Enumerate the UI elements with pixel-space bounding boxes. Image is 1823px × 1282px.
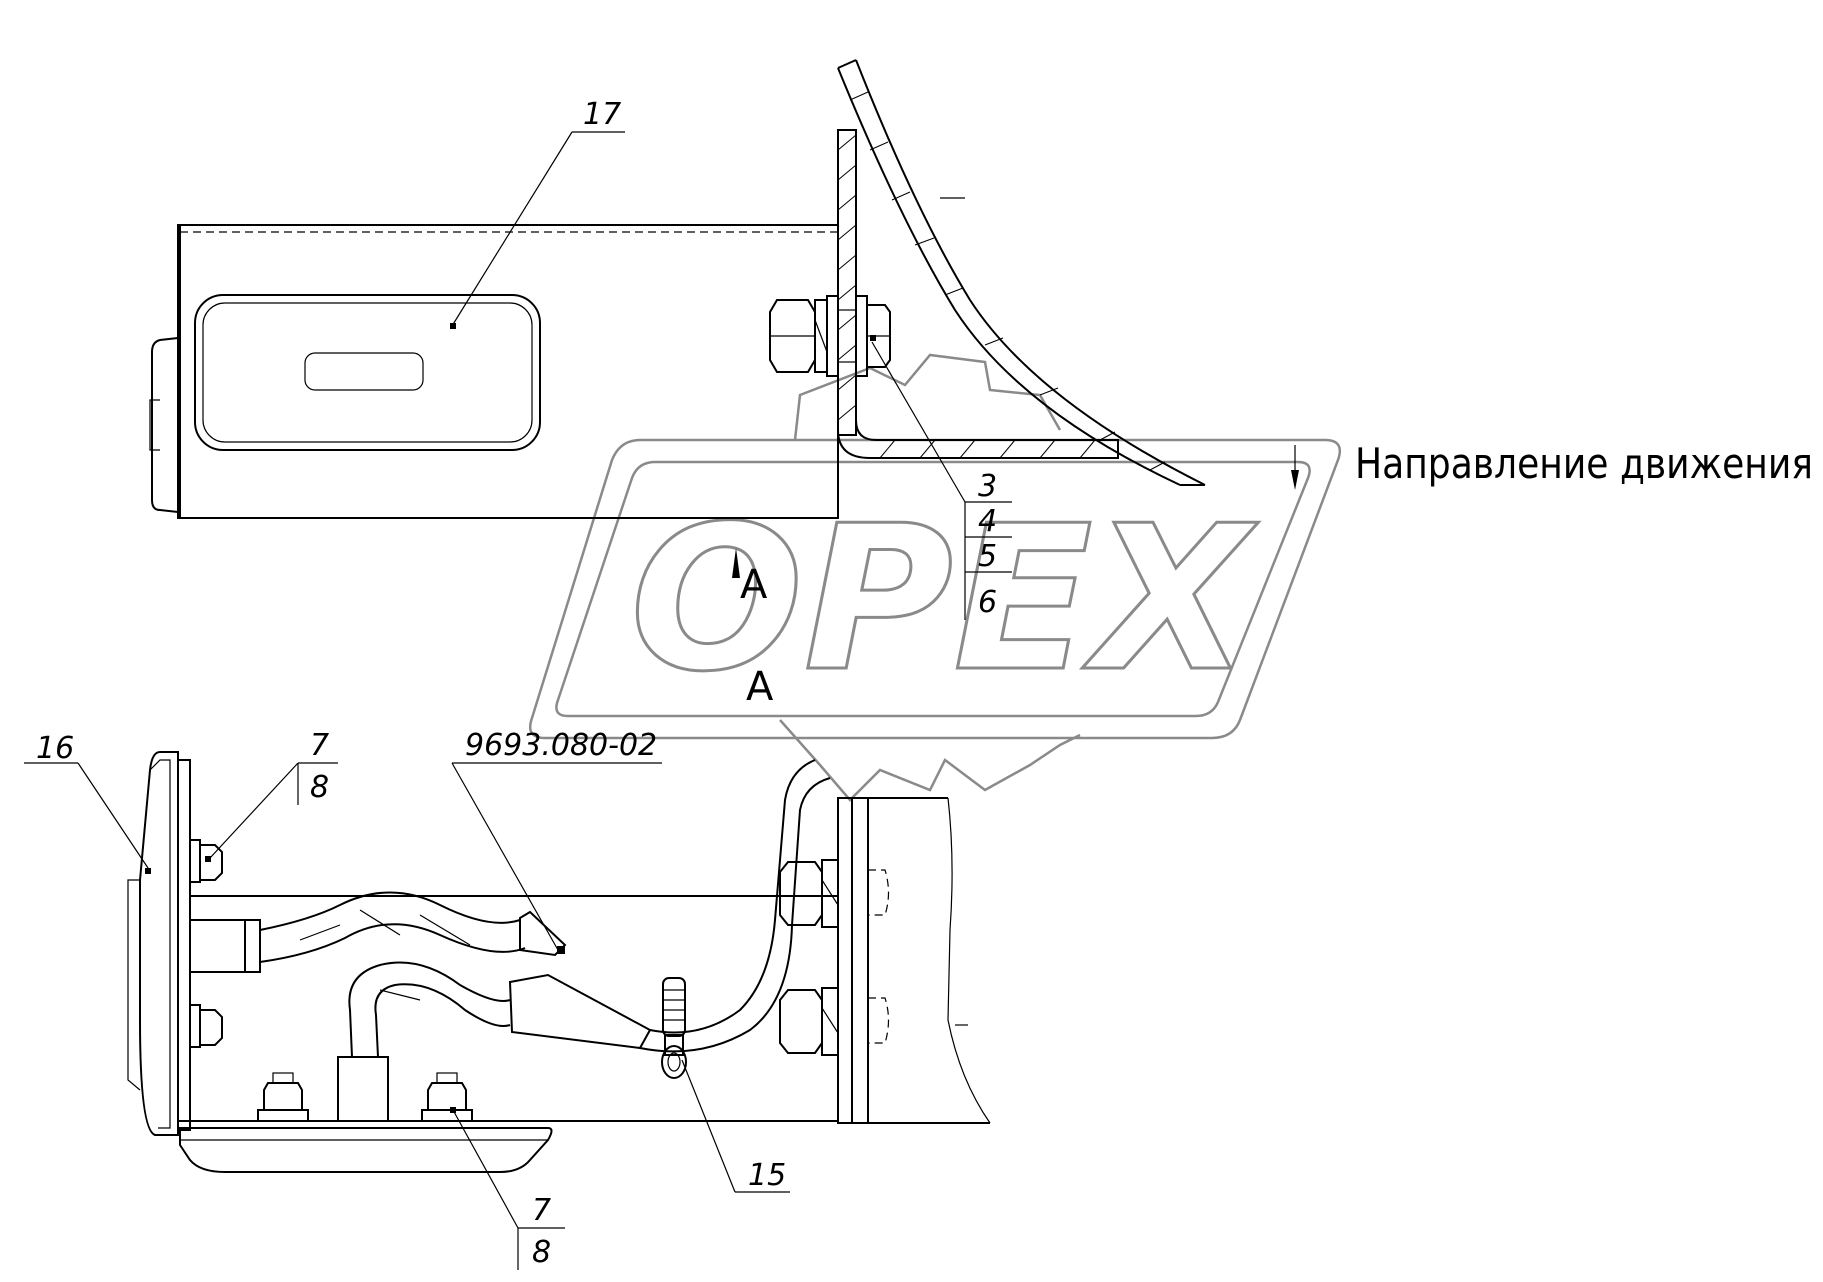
svg-text:3: 3: [978, 469, 997, 504]
watermark-plate-inner: [555, 460, 1311, 718]
callout-16: 16: [24, 731, 149, 869]
top-view: 17 3 4 5 6 Направление движения А А: [149, 59, 1813, 710]
svg-text:5: 5: [978, 539, 997, 574]
plate-bolt-upper: [189, 839, 223, 883]
section-a-marks: А А: [732, 548, 774, 710]
callout-7-8-bottom: 7 8: [452, 1109, 565, 1270]
svg-text:8: 8: [310, 770, 329, 805]
lamp-lower: [179, 1127, 553, 1173]
cable-clamp: [661, 977, 687, 1079]
bracket-angle: [837, 419, 1119, 459]
svg-text:7: 7: [310, 728, 329, 763]
side-bolt-lower: [779, 987, 890, 1056]
bracket-plate-vertical: [837, 129, 857, 436]
callout-7-8-top: 7 8: [209, 728, 338, 859]
watermark-gear: [779, 353, 1081, 802]
bottom-bolt-right: [421, 1072, 473, 1122]
lamp-lens-side: [139, 751, 179, 1136]
callout-cable-part: 9693.080-02: [451, 728, 662, 951]
bolt-assembly-top: [769, 295, 891, 377]
fender-panel: [837, 67, 1181, 486]
side-bolt-upper: [779, 859, 890, 928]
callout-15: 15: [681, 1059, 790, 1193]
bottom-bolt-left: [257, 1072, 309, 1122]
svg-text:А: А: [740, 562, 768, 608]
bottom-connector: [337, 1056, 389, 1122]
callout-stack-3-6: 3 4 5 6: [871, 341, 1012, 620]
callout-17: 17: [451, 97, 625, 327]
mounting-plate-side: [177, 759, 191, 1131]
svg-text:8: 8: [532, 1235, 551, 1270]
watermark-brand-text: OPEX: [630, 483, 1259, 716]
plate-bolt-lower: [189, 1004, 223, 1048]
svg-text:17: 17: [583, 97, 621, 132]
svg-text:6: 6: [978, 585, 997, 620]
svg-text:16: 16: [36, 731, 74, 766]
svg-text:15: 15: [748, 1158, 786, 1193]
bottom-view: 16 7 8 9693.080-02 15 7 8: [24, 728, 991, 1270]
reflector-inner-slot: [304, 352, 424, 391]
direction-label: Направление движения: [1355, 439, 1813, 488]
cable-harness: [259, 759, 831, 1058]
watermark-logo: OPEX: [528, 353, 1342, 802]
reflector-window: [194, 294, 541, 451]
watermark-plate-outer: [528, 438, 1342, 740]
lamp-housing-top: [177, 224, 839, 519]
svg-text:7: 7: [532, 1193, 551, 1228]
svg-text:9693.080-02: 9693.080-02: [465, 728, 657, 763]
svg-text:4: 4: [978, 504, 997, 539]
svg-text:А: А: [746, 664, 774, 710]
direction-indicator: Направление движения: [1291, 439, 1813, 490]
lamp-end-cap-top: [151, 337, 179, 513]
